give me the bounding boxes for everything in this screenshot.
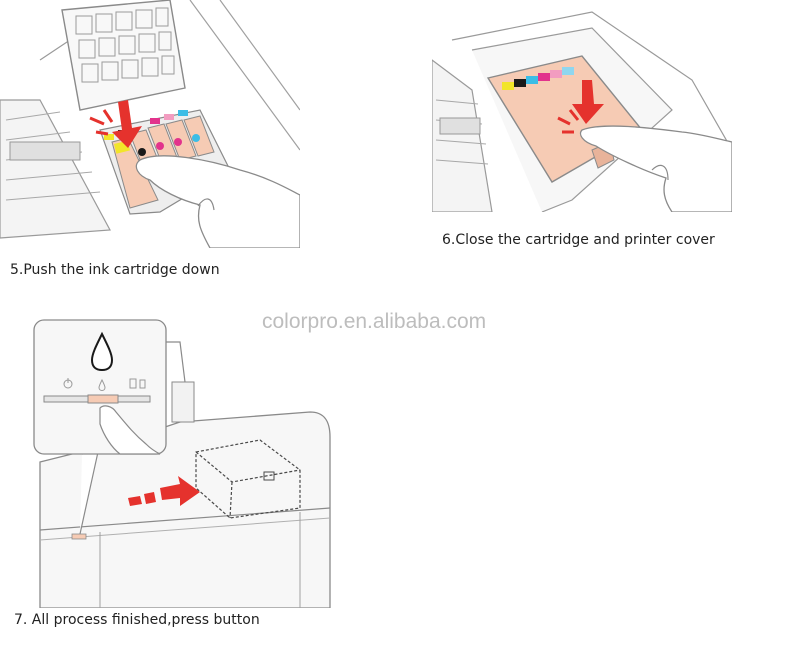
hand [579,125,732,212]
step6-illustration [432,0,732,212]
watermark: colorpro.en.alibaba.com [262,310,487,333]
step7-illustration [0,312,340,608]
control-panel-callout [33,319,167,455]
ink-drop-icon [90,331,114,372]
cartridge-lid [61,0,186,111]
right-arrow-icon [128,476,200,506]
paper-icon [129,378,137,389]
trash-icon [139,379,146,389]
dashed-cartridge-outline [195,439,301,519]
hand [135,155,300,248]
push-arrow-icon [89,100,142,148]
step7-caption: 7. All process finished,press button [14,612,260,628]
power-icon [63,378,73,389]
push-arrow-icon [557,80,604,134]
step5-caption: 5.Push the ink cartridge down [10,262,220,278]
step6-caption: 6.Close the cartridge and printer cover [442,232,715,248]
hand [99,405,161,455]
step5-illustration [0,0,300,248]
